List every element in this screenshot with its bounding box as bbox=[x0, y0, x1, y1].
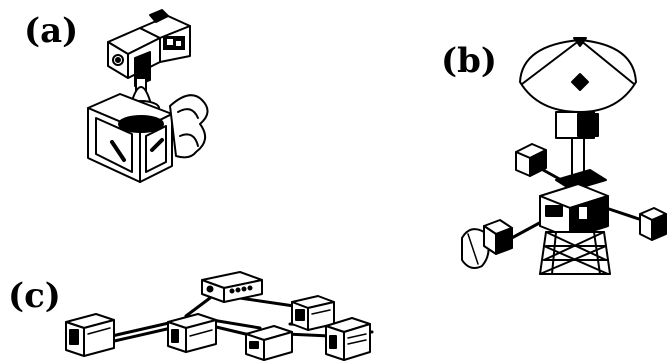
panel-label-b: (b) bbox=[441, 41, 497, 81]
tower-body bbox=[539, 169, 609, 239]
equipment-box-6 bbox=[325, 317, 371, 361]
antenna-tower-drawing bbox=[461, 37, 667, 275]
equipment-box-1 bbox=[65, 313, 115, 357]
equipment-box-2 bbox=[201, 271, 263, 303]
equipment-box-5 bbox=[291, 295, 335, 331]
network-equipment-drawing bbox=[65, 271, 374, 361]
panel-label-c: (c) bbox=[8, 276, 61, 316]
gimbal-cage bbox=[87, 93, 173, 183]
gimbal-mount-drawing bbox=[87, 9, 209, 183]
sensor-pod-upper-left bbox=[515, 143, 547, 177]
lattice-tower-base bbox=[539, 231, 611, 275]
sensor-pod-right bbox=[639, 207, 667, 241]
equipment-box-3 bbox=[167, 313, 217, 353]
gimbal-side-motor bbox=[169, 94, 209, 159]
panel-label-a: (a) bbox=[24, 11, 79, 51]
sensor-head bbox=[107, 9, 191, 87]
small-dish-antenna bbox=[461, 219, 513, 269]
equipment-box-4 bbox=[245, 325, 293, 361]
